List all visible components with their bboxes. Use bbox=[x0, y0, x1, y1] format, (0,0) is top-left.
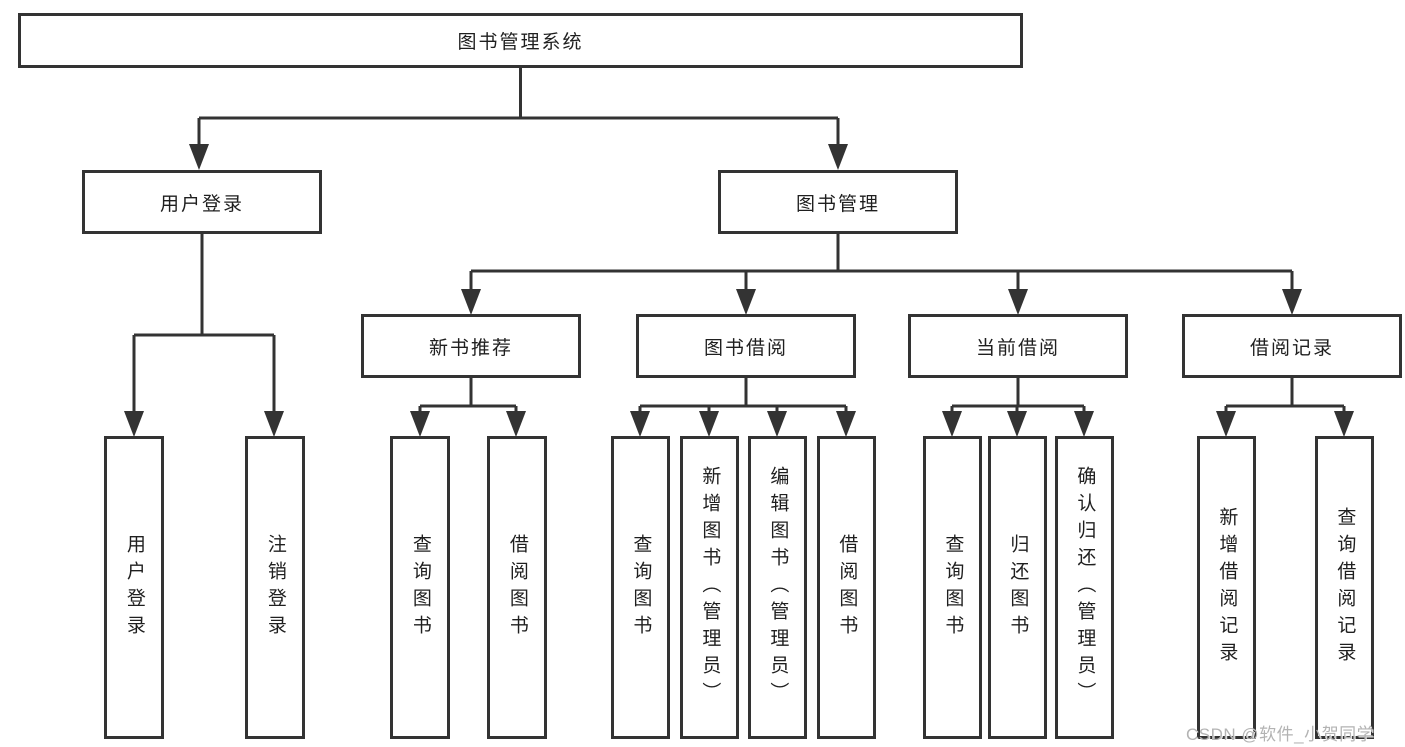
arrowhead-icon bbox=[736, 289, 756, 315]
leaf-logout: 注销登录 bbox=[245, 436, 305, 739]
leaf-borrow-books: 借阅图书 bbox=[817, 436, 876, 739]
connector-line bbox=[469, 234, 1294, 291]
leaf-query-books-recommend-label: 查询图书 bbox=[409, 533, 431, 642]
leaf-add-books-admin-label: 新增图书（管理员） bbox=[699, 466, 721, 709]
leaf-add-borrow-record-label: 新增借阅记录 bbox=[1216, 506, 1238, 669]
node-current-borrowing: 当前借阅 bbox=[908, 314, 1128, 378]
node-book-borrowing-label: 图书借阅 bbox=[703, 337, 788, 359]
leaf-return-books: 归还图书 bbox=[988, 436, 1047, 739]
node-book-borrowing: 图书借阅 bbox=[636, 314, 856, 378]
node-book-management-label: 图书管理 bbox=[795, 193, 880, 215]
leaf-borrow-books-recommend: 借阅图书 bbox=[487, 436, 547, 739]
arrowhead-icon bbox=[836, 411, 856, 437]
connector-line bbox=[638, 378, 848, 414]
leaf-query-books-current-label: 查询图书 bbox=[942, 533, 964, 642]
watermark: CSDN @软件_小贺同学 bbox=[1186, 725, 1375, 744]
node-user-login-label: 用户登录 bbox=[159, 193, 244, 215]
node-user-login: 用户登录 bbox=[82, 170, 322, 234]
arrowhead-icon bbox=[1007, 411, 1027, 437]
arrowhead-icon bbox=[1216, 411, 1236, 437]
leaf-query-books-recommend: 查询图书 bbox=[390, 436, 450, 739]
node-root-label: 图书管理系统 bbox=[457, 32, 584, 53]
connector-borrow-records-branch bbox=[1216, 378, 1354, 437]
leaf-logout-label: 注销登录 bbox=[264, 533, 286, 642]
arrowhead-icon bbox=[1282, 289, 1302, 315]
connector-new-books-branch bbox=[410, 378, 526, 437]
leaf-user-login-label: 用户登录 bbox=[123, 533, 145, 642]
leaf-add-books-admin: 新增图书（管理员） bbox=[680, 436, 739, 739]
leaf-confirm-return-admin-label: 确认归还（管理员） bbox=[1074, 466, 1096, 709]
leaf-add-borrow-record: 新增借阅记录 bbox=[1197, 436, 1256, 739]
connector-line bbox=[950, 378, 1086, 414]
connector-current-borrow-branch bbox=[942, 378, 1094, 437]
leaf-query-books-borrowing-label: 查询图书 bbox=[630, 533, 652, 642]
leaf-query-borrow-record-label: 查询借阅记录 bbox=[1334, 506, 1356, 669]
connector-user-login-branch bbox=[124, 234, 284, 437]
arrowhead-icon bbox=[410, 411, 430, 437]
node-current-borrowing-label: 当前借阅 bbox=[975, 337, 1060, 359]
connector-book-borrow-branch bbox=[630, 378, 856, 437]
connector-line bbox=[132, 234, 276, 413]
leaf-return-books-label: 归还图书 bbox=[1007, 533, 1029, 642]
arrowhead-icon bbox=[1334, 411, 1354, 437]
node-book-management: 图书管理 bbox=[718, 170, 958, 234]
arrowhead-icon bbox=[1074, 411, 1094, 437]
leaf-query-books-current: 查询图书 bbox=[923, 436, 982, 739]
leaf-query-books-borrowing: 查询图书 bbox=[611, 436, 670, 739]
leaf-borrow-books-label: 借阅图书 bbox=[836, 533, 858, 642]
arrowhead-icon bbox=[264, 411, 284, 437]
leaf-edit-books-admin-label: 编辑图书（管理员） bbox=[767, 466, 789, 709]
connector-line bbox=[1224, 378, 1346, 414]
arrowhead-icon bbox=[828, 144, 848, 170]
connector-root-to-level2 bbox=[189, 68, 848, 170]
arrowhead-icon bbox=[506, 411, 526, 437]
connector-line bbox=[418, 378, 518, 414]
arrowhead-icon bbox=[1008, 289, 1028, 315]
leaf-edit-books-admin: 编辑图书（管理员） bbox=[748, 436, 807, 739]
arrowhead-icon bbox=[699, 411, 719, 437]
connector-book-mgmt-to-level3 bbox=[461, 234, 1302, 315]
arrowhead-icon bbox=[767, 411, 787, 437]
arrowhead-icon bbox=[942, 411, 962, 437]
node-new-book-recommend-label: 新书推荐 bbox=[428, 337, 513, 359]
arrowhead-icon bbox=[189, 144, 209, 170]
node-borrowing-records-label: 借阅记录 bbox=[1249, 337, 1334, 359]
node-borrowing-records: 借阅记录 bbox=[1182, 314, 1402, 378]
node-new-book-recommend: 新书推荐 bbox=[361, 314, 581, 378]
leaf-confirm-return-admin: 确认归还（管理员） bbox=[1055, 436, 1114, 739]
connector-line bbox=[197, 68, 840, 146]
arrowhead-icon bbox=[461, 289, 481, 315]
leaf-user-login: 用户登录 bbox=[104, 436, 164, 739]
arrowhead-icon bbox=[124, 411, 144, 437]
leaf-query-borrow-record: 查询借阅记录 bbox=[1315, 436, 1374, 739]
arrowhead-icon bbox=[630, 411, 650, 437]
leaf-borrow-books-recommend-label: 借阅图书 bbox=[506, 533, 528, 642]
node-root: 图书管理系统 bbox=[18, 13, 1023, 68]
